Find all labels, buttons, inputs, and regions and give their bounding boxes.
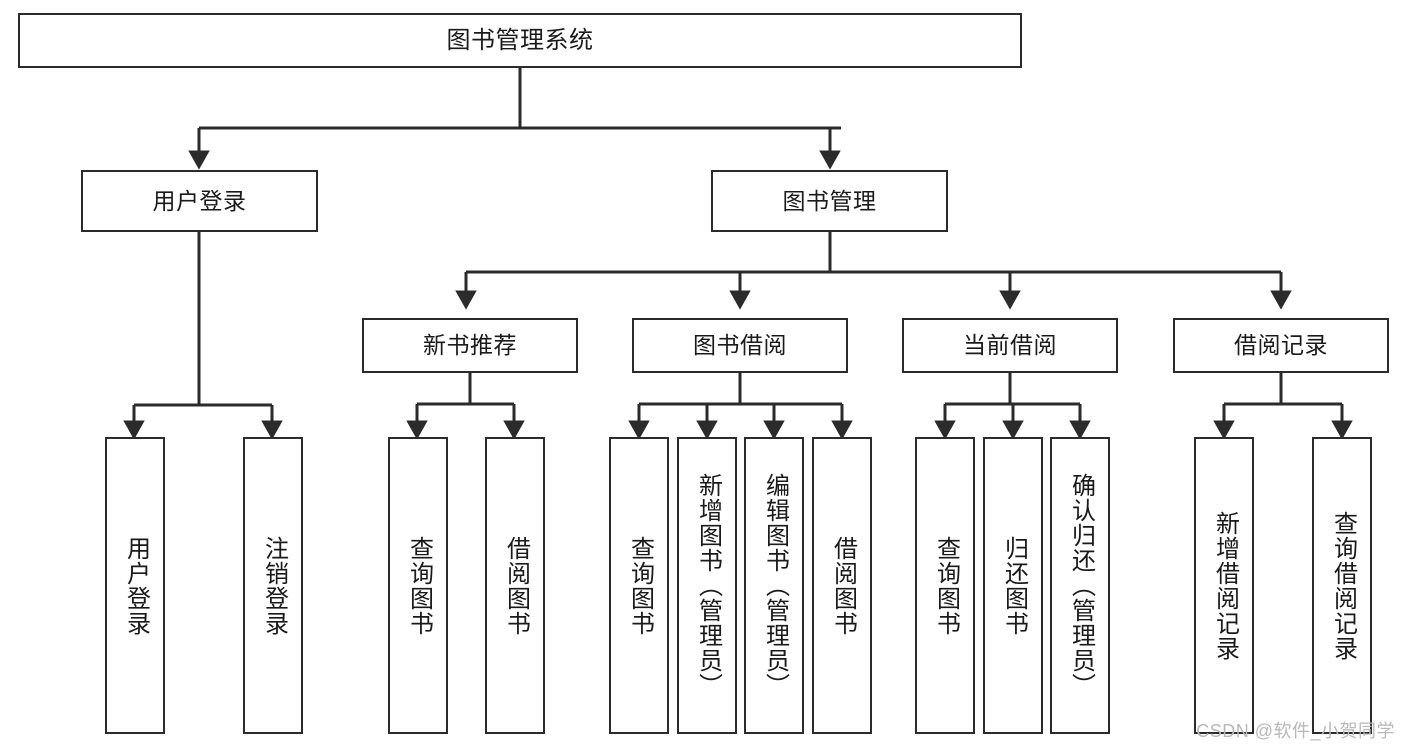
node-label: 图书管理系统 [446, 26, 594, 54]
node-label: 查询借阅记录 [1329, 510, 1357, 661]
node-label: 编辑图书（管理员） [761, 473, 789, 698]
leaf-add-borrow-record[interactable]: 新增借阅记录 [1194, 437, 1254, 734]
leaf-query-book-borrow[interactable]: 查询图书 [609, 437, 669, 734]
node-label: 新增图书（管理员） [694, 473, 722, 698]
node-label: 借阅图书 [502, 535, 530, 636]
node-book-borrow[interactable]: 图书借阅 [632, 318, 848, 373]
node-label: 新增借阅记录 [1211, 510, 1239, 661]
node-label: 用户登录 [152, 187, 247, 214]
node-label: 图书管理 [782, 187, 877, 214]
node-borrow-record[interactable]: 借阅记录 [1173, 318, 1389, 373]
node-label: 查询图书 [405, 535, 433, 636]
leaf-confirm-return-admin[interactable]: 确认归还（管理员） [1050, 437, 1110, 734]
leaf-query-book-recommend[interactable]: 查询图书 [388, 437, 448, 734]
node-current-borrow[interactable]: 当前借阅 [902, 318, 1118, 373]
node-label: 新书推荐 [423, 332, 517, 359]
leaf-user-login[interactable]: 用户登录 [105, 437, 165, 734]
leaf-add-book-admin[interactable]: 新增图书（管理员） [677, 437, 737, 734]
node-label: 用户登录 [122, 535, 150, 636]
node-root-system[interactable]: 图书管理系统 [18, 13, 1022, 68]
leaf-return-book[interactable]: 归还图书 [983, 437, 1043, 734]
node-user-login[interactable]: 用户登录 [81, 170, 318, 232]
node-label: 图书借阅 [693, 332, 787, 359]
node-label: 注销登录 [260, 535, 288, 636]
leaf-query-book-current[interactable]: 查询图书 [915, 437, 975, 734]
node-label: 查询图书 [626, 535, 654, 636]
node-label: 归还图书 [1000, 535, 1028, 636]
node-label: 查询图书 [932, 535, 960, 636]
watermark-text: CSDN @软件_小贺同学 [1196, 721, 1395, 741]
node-label: 借阅记录 [1234, 332, 1328, 359]
node-book-management[interactable]: 图书管理 [711, 170, 948, 232]
leaf-borrow-book-recommend[interactable]: 借阅图书 [485, 437, 545, 734]
leaf-query-borrow-record[interactable]: 查询借阅记录 [1312, 437, 1372, 734]
leaf-borrow-book[interactable]: 借阅图书 [812, 437, 872, 734]
node-label: 借阅图书 [829, 535, 857, 636]
leaf-logout[interactable]: 注销登录 [243, 437, 303, 734]
node-new-book-recommend[interactable]: 新书推荐 [362, 318, 578, 373]
node-label: 当前借阅 [963, 332, 1057, 359]
leaf-edit-book-admin[interactable]: 编辑图书（管理员） [744, 437, 804, 734]
node-label: 确认归还（管理员） [1067, 473, 1095, 698]
